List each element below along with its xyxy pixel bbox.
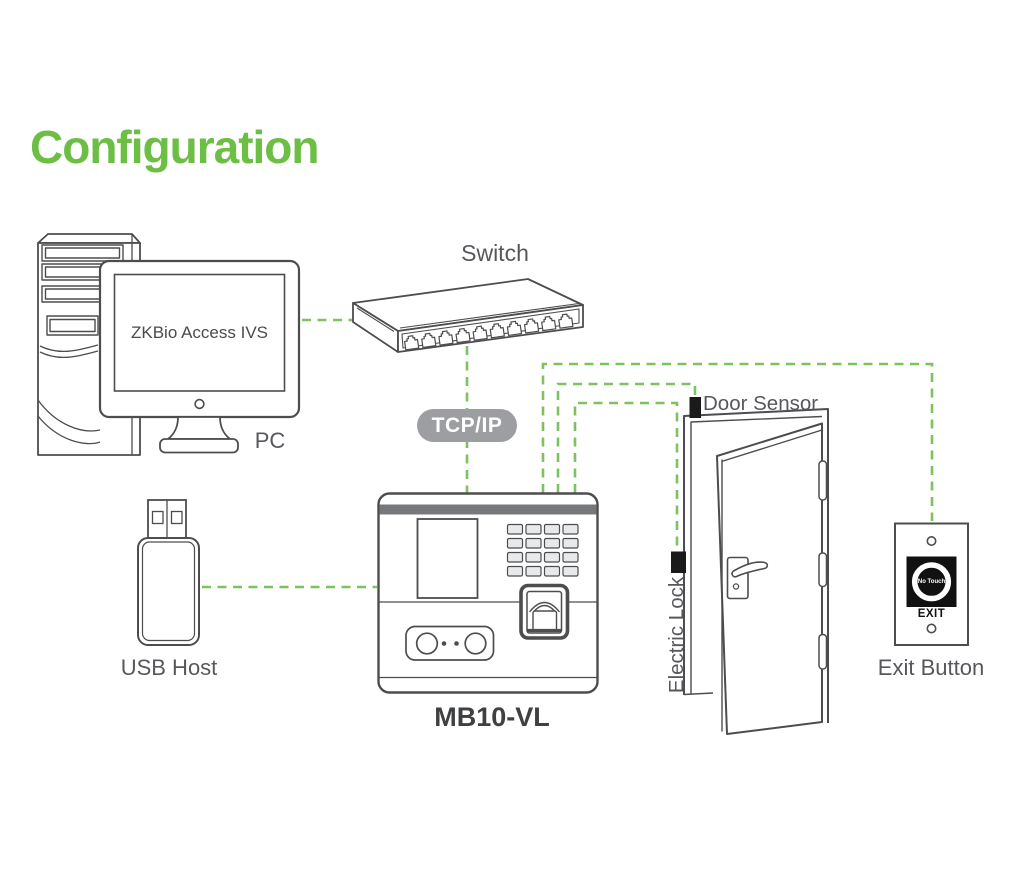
wire-device-to-exit-button (541, 362, 934, 521)
device-keypad (506, 523, 579, 577)
pc-label: PC (254, 428, 286, 453)
network-switch-illustration (352, 278, 584, 353)
wire-device-to-door-sensor (556, 382, 697, 493)
door-sensor-label: Door Sensor (703, 392, 819, 415)
door-handle-icon (726, 556, 769, 600)
exit-button-illustration (894, 522, 969, 646)
pc-screen-text: ZKBio Access IVS (131, 322, 268, 342)
door-panel (716, 422, 823, 735)
no-touch-text: No Touch (917, 578, 946, 585)
fingerprint-sensor-icon (519, 583, 570, 640)
device-model-label: MB10-VL (434, 702, 550, 732)
device-top-bar (379, 504, 597, 515)
no-touch-ring-icon (911, 562, 952, 602)
door-illustration (683, 408, 829, 735)
door-hinges (818, 460, 828, 670)
electric-lock-marker (671, 551, 686, 573)
tcpip-badge: TCP/IP (417, 409, 517, 442)
monitor-power-button-icon (194, 398, 205, 410)
exit-text: EXIT (917, 608, 946, 620)
wire-device-to-electric-lock (573, 401, 679, 551)
electric-lock-label: Electric Lock (665, 576, 688, 694)
page-title: Configuration (30, 121, 319, 173)
exit-button-label: Exit Button (877, 655, 985, 680)
device-screen (416, 518, 479, 599)
mb10-device-illustration (377, 492, 599, 694)
wires (202, 318, 934, 589)
switch-label: Switch (461, 240, 529, 266)
usb-drive-illustration (137, 499, 200, 646)
monitor-illustration (98, 259, 301, 454)
device-camera-module (405, 625, 495, 661)
door-sensor-marker (689, 397, 701, 418)
switch-ports (404, 313, 574, 351)
usb-host-label: USB Host (120, 655, 218, 680)
